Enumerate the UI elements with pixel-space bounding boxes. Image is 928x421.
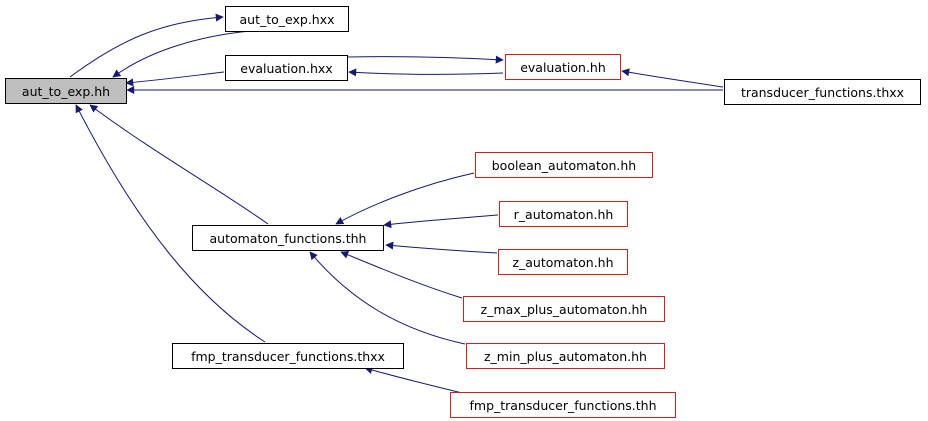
node-fmp-transducer-functions-thxx[interactable]: fmp_transducer_functions.thxx xyxy=(172,343,404,369)
node-fmp-transducer-functions-thh[interactable]: fmp_transducer_functions.thh xyxy=(450,392,676,418)
edge-evaluation-hh-to-evaluation-hxx xyxy=(348,68,504,77)
node-automaton-functions-thh-label: automaton_functions.thh xyxy=(209,230,367,246)
node-z-max-plus-automaton-hh-label: z_max_plus_automaton.hh xyxy=(480,301,648,317)
edge-aut-to-exp-hh-to-aut-to-exp-hxx xyxy=(69,13,224,78)
edge-transducer-functions-to-evaluation-hh xyxy=(621,68,724,88)
node-evaluation-hh-label: evaluation.hh xyxy=(520,59,606,75)
node-evaluation-hxx-label: evaluation.hxx xyxy=(240,60,333,76)
node-evaluation-hxx[interactable]: evaluation.hxx xyxy=(225,55,348,81)
edge-automaton-functions-to-aut-to-exp-hh xyxy=(89,104,269,225)
node-aut-to-exp-hxx[interactable]: aut_to_exp.hxx xyxy=(225,6,349,32)
node-fmp-transducer-functions-thxx-label: fmp_transducer_functions.thxx xyxy=(191,348,385,364)
node-transducer-functions-thxx[interactable]: transducer_functions.thxx xyxy=(724,79,921,105)
edge-evaluation-hxx-to-evaluation-hh xyxy=(347,55,504,64)
node-r-automaton-hh-label: r_automaton.hh xyxy=(513,206,614,222)
node-aut-to-exp-hh-label: aut_to_exp.hh xyxy=(21,83,111,99)
node-automaton-functions-thh[interactable]: automaton_functions.thh xyxy=(192,225,384,251)
edge-z-min-plus-to-automaton-functions xyxy=(309,251,466,345)
edge-boolean-automaton-to-automaton-functions xyxy=(335,172,475,225)
node-boolean-automaton-hh-label: boolean_automaton.hh xyxy=(491,157,637,173)
edge-fmp-thh-to-fmp-thxx xyxy=(364,366,463,394)
node-z-automaton-hh-label: z_automaton.hh xyxy=(512,254,614,270)
edge-fmp-transducer-functions-thxx-to-aut-to-exp-hh xyxy=(75,104,266,343)
edge-aut-to-exp-hxx-to-aut-to-exp-hh xyxy=(112,30,251,78)
node-fmp-transducer-functions-thh-label: fmp_transducer_functions.thh xyxy=(469,397,657,413)
edge-z-max-plus-to-automaton-functions xyxy=(340,251,463,299)
node-z-max-plus-automaton-hh[interactable]: z_max_plus_automaton.hh xyxy=(463,296,665,322)
node-z-automaton-hh[interactable]: z_automaton.hh xyxy=(498,249,628,275)
edge-r-automaton-to-automaton-functions xyxy=(383,214,499,229)
node-z-min-plus-automaton-hh-label: z_min_plus_automaton.hh xyxy=(484,348,647,364)
node-r-automaton-hh[interactable]: r_automaton.hh xyxy=(499,201,628,227)
node-aut-to-exp-hxx-label: aut_to_exp.hxx xyxy=(239,11,335,27)
edge-evaluation-hxx-to-aut-to-exp-hh xyxy=(125,71,225,87)
node-evaluation-hh[interactable]: evaluation.hh xyxy=(505,54,621,80)
edge-z-automaton-to-automaton-functions xyxy=(385,241,498,254)
node-aut-to-exp-hh[interactable]: aut_to_exp.hh xyxy=(5,78,127,104)
node-transducer-functions-thxx-label: transducer_functions.thxx xyxy=(740,84,905,100)
node-z-min-plus-automaton-hh[interactable]: z_min_plus_automaton.hh xyxy=(466,343,665,369)
node-boolean-automaton-hh[interactable]: boolean_automaton.hh xyxy=(475,152,653,178)
